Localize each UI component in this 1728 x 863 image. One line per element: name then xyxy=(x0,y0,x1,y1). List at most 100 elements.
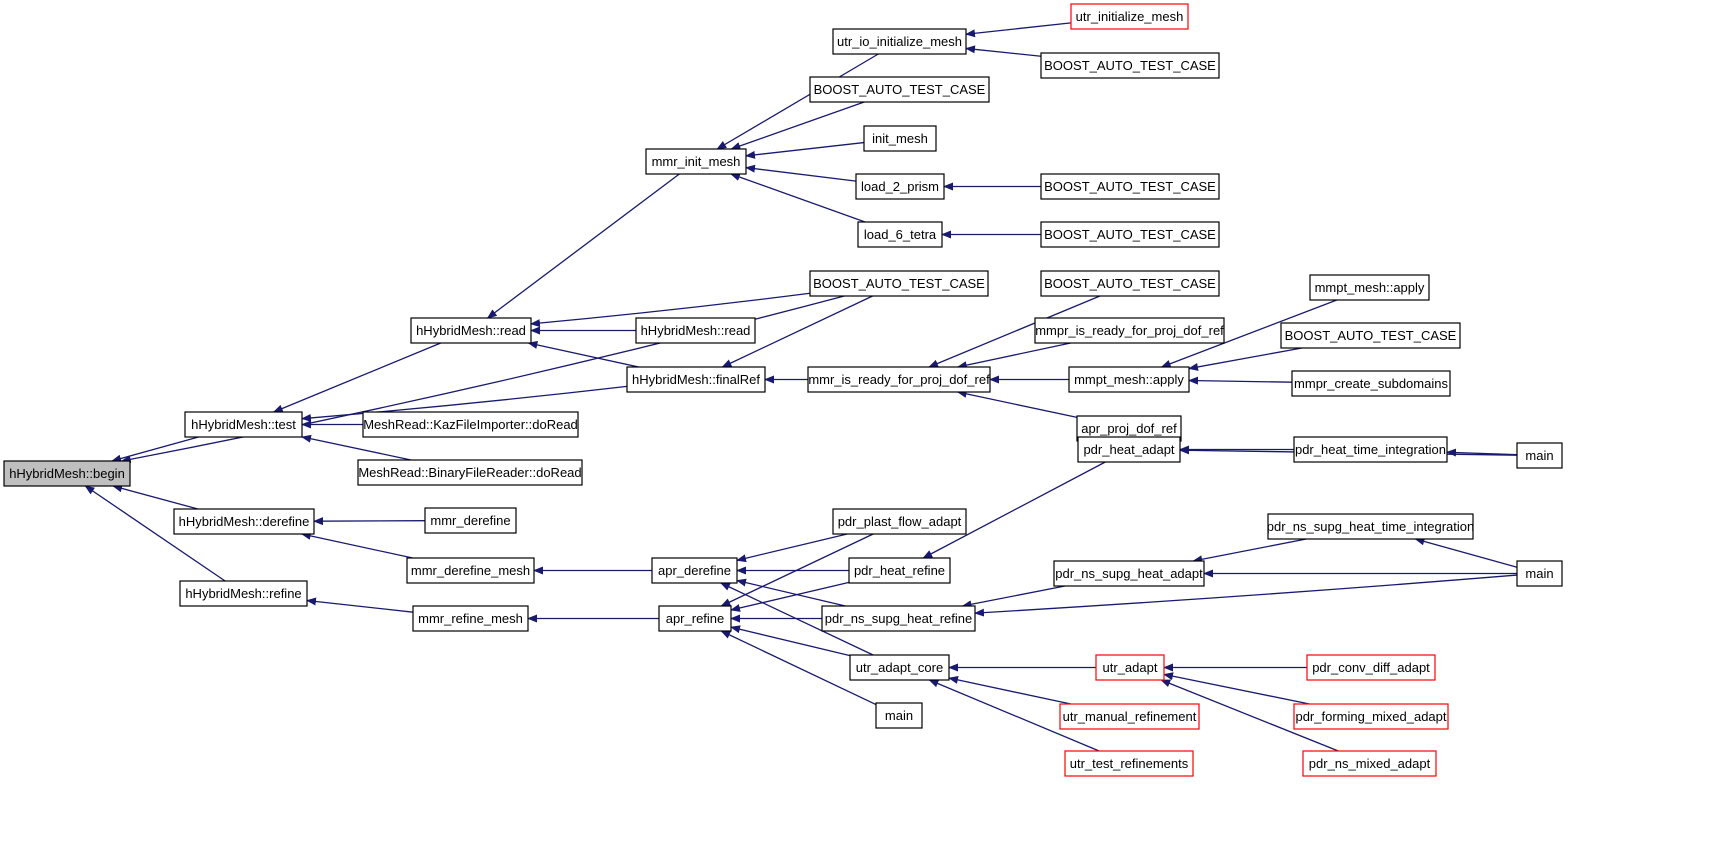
node-pdr-ns-supg-heat-adapt[interactable]: pdr_ns_supg_heat_adapt xyxy=(1053,560,1205,587)
node-label: apr_proj_dof_ref xyxy=(1081,421,1177,436)
node-hhybridmesh-read[interactable]: hHybridMesh::read xyxy=(410,317,532,344)
edge-mmr-init-mesh-to-hhybridmesh-read xyxy=(486,173,680,319)
node-label: MeshRead::KazFileImporter::doRead xyxy=(363,417,578,432)
node-apr-derefine[interactable]: apr_derefine xyxy=(651,557,738,584)
node-utr-test-refinements[interactable]: utr_test_refinements xyxy=(1064,750,1194,777)
edge-boost-auto-test-case-to-mmpt-mesh-apply xyxy=(1188,347,1303,371)
node-pdr-ns-supg-heat-refine[interactable]: pdr_ns_supg_heat_refine xyxy=(821,605,976,632)
node-main[interactable]: main xyxy=(1516,442,1563,469)
node-label: load_6_tetra xyxy=(864,227,937,242)
node-label: hHybridMesh::read xyxy=(641,323,751,338)
node-boost-auto-test-case[interactable]: BOOST_AUTO_TEST_CASE xyxy=(1280,322,1461,349)
node-label: main xyxy=(1525,566,1553,581)
edge-utr-manual-refinement-to-utr-adapt-core xyxy=(948,676,1071,705)
node-box xyxy=(1291,370,1451,397)
node-boost-auto-test-case[interactable]: BOOST_AUTO_TEST_CASE xyxy=(1040,52,1220,79)
node-label: BOOST_AUTO_TEST_CASE xyxy=(1044,58,1216,73)
node-mmpr-create-subdomains[interactable]: mmpr_create_subdomains xyxy=(1291,370,1451,397)
node-mmr-refine-mesh[interactable]: mmr_refine_mesh xyxy=(412,605,529,632)
node-mmr-init-mesh[interactable]: mmr_init_mesh xyxy=(645,148,747,175)
node-boost-auto-test-case[interactable]: BOOST_AUTO_TEST_CASE xyxy=(809,270,989,297)
node-utr-adapt[interactable]: utr_adapt xyxy=(1095,654,1165,681)
node-pdr-forming-mixed-adapt[interactable]: pdr_forming_mixed_adapt xyxy=(1293,703,1449,730)
node-box xyxy=(1040,270,1220,297)
node-boost-auto-test-case[interactable]: BOOST_AUTO_TEST_CASE xyxy=(1040,221,1220,248)
node-hhybridmesh-test[interactable]: hHybridMesh::test xyxy=(184,411,303,438)
node-label: hHybridMesh::begin xyxy=(9,466,125,481)
node-label: utr_manual_refinement xyxy=(1063,709,1197,724)
edge-pdr-ns-supg-heat-refine-to-apr-derefine xyxy=(736,578,846,607)
node-mmr-derefine-mesh[interactable]: mmr_derefine_mesh xyxy=(406,557,535,584)
edge-pdr-ns-supg-heat-time-integration-to-pdr-ns-supg-heat-adapt xyxy=(1192,538,1307,564)
node-utr-io-initialize-mesh[interactable]: utr_io_initialize_mesh xyxy=(832,28,967,55)
edge-boost-auto-test-case-to-mmr-init-mesh xyxy=(730,101,865,150)
node-utr-initialize-mesh[interactable]: utr_initialize_mesh xyxy=(1070,3,1189,30)
node-pdr-ns-mixed-adapt[interactable]: pdr_ns_mixed_adapt xyxy=(1302,750,1437,777)
edge-meshread-binaryfilereader-doread-to-hhybridmesh-test xyxy=(301,434,412,461)
node-hhybridmesh-derefine[interactable]: hHybridMesh::derefine xyxy=(173,508,315,535)
edge-hhybridmesh-finalref-to-hhybridmesh-read xyxy=(527,341,639,368)
node-pdr-plast-flow-adapt[interactable]: pdr_plast_flow_adapt xyxy=(832,508,967,535)
node-pdr-heat-time-integration[interactable]: pdr_heat_time_integration xyxy=(1293,436,1448,463)
node-box xyxy=(412,605,529,632)
node-label: mmr_is_ready_for_proj_dof_ref xyxy=(808,372,990,387)
edge-load-6-tetra-to-mmr-init-mesh xyxy=(729,173,866,223)
node-mmr-is-ready-for-proj-dof-ref[interactable]: mmr_is_ready_for_proj_dof_ref xyxy=(807,366,991,393)
node-init-mesh[interactable]: init_mesh xyxy=(863,125,937,152)
node-box xyxy=(1302,750,1437,777)
node-label: pdr_ns_supg_heat_time_integration xyxy=(1267,519,1474,534)
node-hhybridmesh-finalref[interactable]: hHybridMesh::finalRef xyxy=(626,366,766,393)
node-layer: hHybridMesh::beginhHybridMesh::testhHybr… xyxy=(3,3,1563,777)
node-hhybridmesh-begin[interactable]: hHybridMesh::begin xyxy=(3,460,131,487)
node-pdr-heat-adapt[interactable]: pdr_heat_adapt xyxy=(1077,436,1181,463)
node-load-2-prism[interactable]: load_2_prism xyxy=(855,173,945,200)
edge-hhybridmesh-read-to-hhybridmesh-test xyxy=(272,342,441,413)
edge-main-to-pdr-ns-supg-heat-time-integration xyxy=(1414,537,1518,568)
edge-mmr-derefine-mesh-to-hhybridmesh-derefine xyxy=(300,531,413,559)
node-hhybridmesh-read[interactable]: hHybridMesh::read xyxy=(635,317,756,344)
node-meshread-kazfileimporter-doread[interactable]: MeshRead::KazFileImporter::doRead xyxy=(362,411,579,438)
edge-hhybridmesh-test-to-hhybridmesh-begin xyxy=(111,436,199,463)
node-boost-auto-test-case[interactable]: BOOST_AUTO_TEST_CASE xyxy=(1040,270,1220,297)
edge-utr-io-initialize-mesh-to-mmr-init-mesh xyxy=(716,53,879,150)
node-box xyxy=(1034,317,1225,344)
edge-hhybridmesh-derefine-to-hhybridmesh-begin xyxy=(112,484,199,510)
node-box xyxy=(832,508,967,535)
node-label: BOOST_AUTO_TEST_CASE xyxy=(814,82,986,97)
node-label: hHybridMesh::read xyxy=(416,323,526,338)
node-pdr-conv-diff-adapt[interactable]: pdr_conv_diff_adapt xyxy=(1306,654,1436,681)
node-label: pdr_ns_supg_heat_adapt xyxy=(1055,566,1203,581)
edge-boost-auto-test-case-to-mmr-is-ready-for-proj-dof-ref xyxy=(928,295,1101,368)
node-mmpr-is-ready-for-proj-dof-ref[interactable]: mmpr_is_ready_for_proj_dof_ref xyxy=(1034,317,1225,344)
node-box xyxy=(3,460,131,487)
edge-init-mesh-to-mmr-init-mesh xyxy=(745,141,865,159)
node-box xyxy=(809,76,990,103)
node-mmr-derefine[interactable]: mmr_derefine xyxy=(424,507,517,534)
node-label: BOOST_AUTO_TEST_CASE xyxy=(1285,328,1457,343)
node-label: hHybridMesh::refine xyxy=(185,586,301,601)
node-box xyxy=(849,654,950,681)
node-label: utr_adapt xyxy=(1103,660,1158,675)
node-apr-refine[interactable]: apr_refine xyxy=(658,605,732,632)
node-boost-auto-test-case[interactable]: BOOST_AUTO_TEST_CASE xyxy=(1040,173,1220,200)
edge-mmpr-is-ready-for-proj-dof-ref-to-mmr-is-ready-for-proj-dof-ref xyxy=(956,342,1071,370)
node-load-6-tetra[interactable]: load_6_tetra xyxy=(857,221,943,248)
node-label: mmpt_mesh::apply xyxy=(1315,280,1425,295)
node-pdr-heat-refine[interactable]: pdr_heat_refine xyxy=(848,557,951,584)
node-mmpt-mesh-apply[interactable]: mmpt_mesh::apply xyxy=(1309,274,1430,301)
edge-load-2-prism-to-mmr-init-mesh xyxy=(745,164,857,182)
node-utr-manual-refinement[interactable]: utr_manual_refinement xyxy=(1059,703,1200,730)
node-main[interactable]: main xyxy=(1516,560,1563,587)
node-label: pdr_ns_supg_heat_refine xyxy=(825,611,972,626)
node-mmpt-mesh-apply[interactable]: mmpt_mesh::apply xyxy=(1068,366,1190,393)
node-box xyxy=(1293,436,1448,463)
node-hhybridmesh-refine[interactable]: hHybridMesh::refine xyxy=(179,580,308,607)
node-boost-auto-test-case[interactable]: BOOST_AUTO_TEST_CASE xyxy=(809,76,990,103)
node-utr-adapt-core[interactable]: utr_adapt_core xyxy=(849,654,950,681)
node-main[interactable]: main xyxy=(875,702,923,729)
node-label: BOOST_AUTO_TEST_CASE xyxy=(1044,179,1216,194)
node-meshread-binaryfilereader-doread[interactable]: MeshRead::BinaryFileReader::doRead xyxy=(357,459,583,486)
edge-utr-test-refinements-to-utr-adapt-core xyxy=(928,679,1100,752)
node-pdr-ns-supg-heat-time-integration[interactable]: pdr_ns_supg_heat_time_integration xyxy=(1267,513,1474,540)
